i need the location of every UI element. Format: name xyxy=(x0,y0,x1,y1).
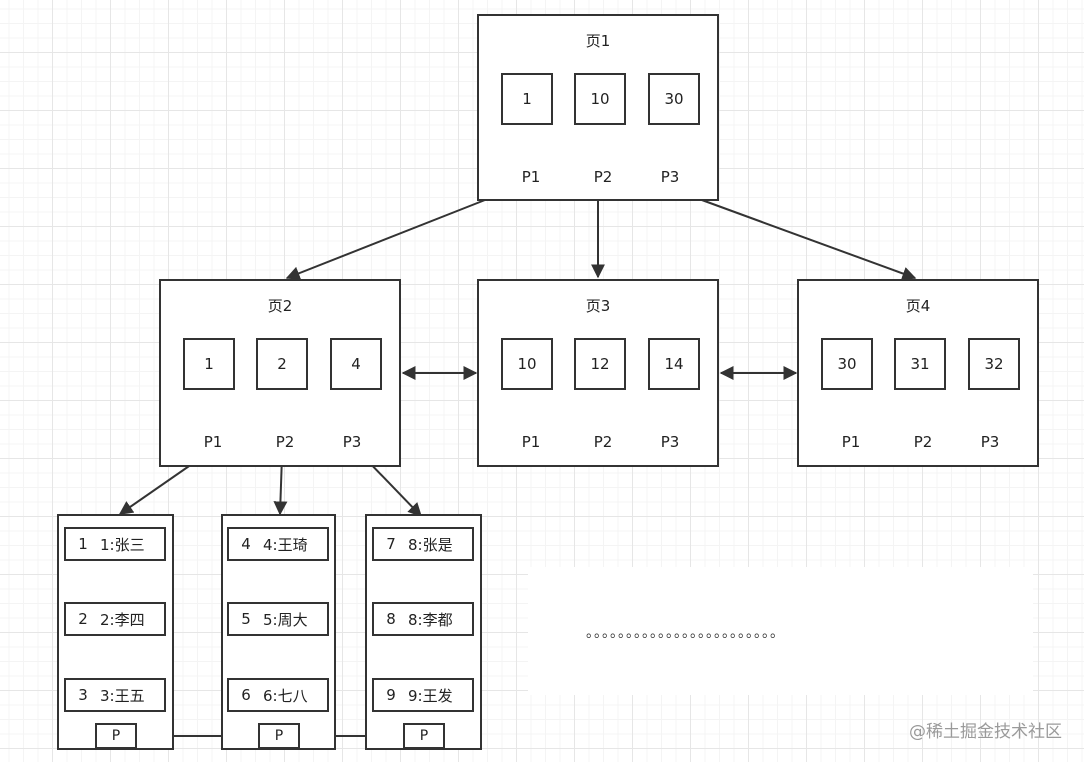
key-cell: 14 xyxy=(648,338,700,390)
leaf-next-pointer: P xyxy=(403,723,445,749)
pointer-label: P3 xyxy=(660,168,680,186)
record-id: 4 xyxy=(241,535,251,553)
key-cell: 30 xyxy=(821,338,873,390)
record-value: 3:王五 xyxy=(100,686,145,705)
page-title: 页2 xyxy=(267,297,293,315)
key-cell: 1 xyxy=(501,73,553,125)
key-cell: 12 xyxy=(574,338,626,390)
continuation-area xyxy=(528,567,1033,695)
pointer-label: P3 xyxy=(660,433,680,451)
record-id: 1 xyxy=(78,535,88,553)
page-2-node: 页2 1 2 4 P1 P2 P3 xyxy=(159,279,401,467)
leaf-next-pointer: P xyxy=(258,723,300,749)
record-value: 9:王发 xyxy=(408,686,453,705)
pointer-label: P1 xyxy=(203,433,223,451)
pointer-label: P1 xyxy=(521,168,541,186)
key-cell: 30 xyxy=(648,73,700,125)
page-4-node: 页4 30 31 32 P1 P2 P3 xyxy=(797,279,1039,467)
key-cell: 10 xyxy=(574,73,626,125)
record-value: 5:周大 xyxy=(263,610,308,629)
pointer-label: P2 xyxy=(593,168,613,186)
record-id: 7 xyxy=(386,535,396,553)
record-id: 5 xyxy=(241,610,251,628)
pointer-label: P2 xyxy=(275,433,295,451)
record-id: 2 xyxy=(78,610,88,628)
record-value: 4:王琦 xyxy=(263,535,308,554)
key-cell: 31 xyxy=(894,338,946,390)
pointer-label: P1 xyxy=(841,433,861,451)
record-id: 9 xyxy=(386,686,396,704)
page-title: 页3 xyxy=(585,297,611,315)
key-cell: 4 xyxy=(330,338,382,390)
pointer-label: P3 xyxy=(980,433,1000,451)
record-value: 8:李都 xyxy=(408,610,453,629)
pointer-label: P3 xyxy=(342,433,362,451)
record-id: 6 xyxy=(241,686,251,704)
page-1-node: 页1 1 10 30 P1 P2 P3 xyxy=(477,14,719,201)
leaf-record: 6 6:七八 xyxy=(227,678,329,712)
leaf-record: 3 3:王五 xyxy=(64,678,166,712)
leaf-record: 7 8:张是 xyxy=(372,527,474,561)
key-cell: 10 xyxy=(501,338,553,390)
pointer-label: P2 xyxy=(913,433,933,451)
leaf-record: 9 9:王发 xyxy=(372,678,474,712)
leaf-record: 1 1:张三 xyxy=(64,527,166,561)
page-title: 页4 xyxy=(905,297,931,315)
page-3-node: 页3 10 12 14 P1 P2 P3 xyxy=(477,279,719,467)
record-value: 8:张是 xyxy=(408,535,453,554)
record-value: 6:七八 xyxy=(263,686,308,705)
record-value: 2:李四 xyxy=(100,610,145,629)
leaf-record: 2 2:李四 xyxy=(64,602,166,636)
arrow-root-p1-to-page2 xyxy=(285,199,486,280)
continuation-ellipsis: 。。。。。。。。。。。。。。。。。。。。。。。。 xyxy=(586,625,785,641)
leaf-record: 5 5:周大 xyxy=(227,602,329,636)
pointer-label: P1 xyxy=(521,433,541,451)
watermark: @稀土掘金技术社区 xyxy=(909,722,1062,742)
record-id: 8 xyxy=(386,610,396,628)
leaf-next-pointer: P xyxy=(95,723,137,749)
page-title: 页1 xyxy=(585,32,611,50)
leaf-record: 8 8:李都 xyxy=(372,602,474,636)
leaf-record: 4 4:王琦 xyxy=(227,527,329,561)
pointer-label: P2 xyxy=(593,433,613,451)
key-cell: 1 xyxy=(183,338,235,390)
key-cell: 2 xyxy=(256,338,308,390)
record-value: 1:张三 xyxy=(100,535,145,554)
arrow-root-p3-to-page4 xyxy=(679,191,917,281)
key-cell: 32 xyxy=(968,338,1020,390)
record-id: 3 xyxy=(78,686,88,704)
